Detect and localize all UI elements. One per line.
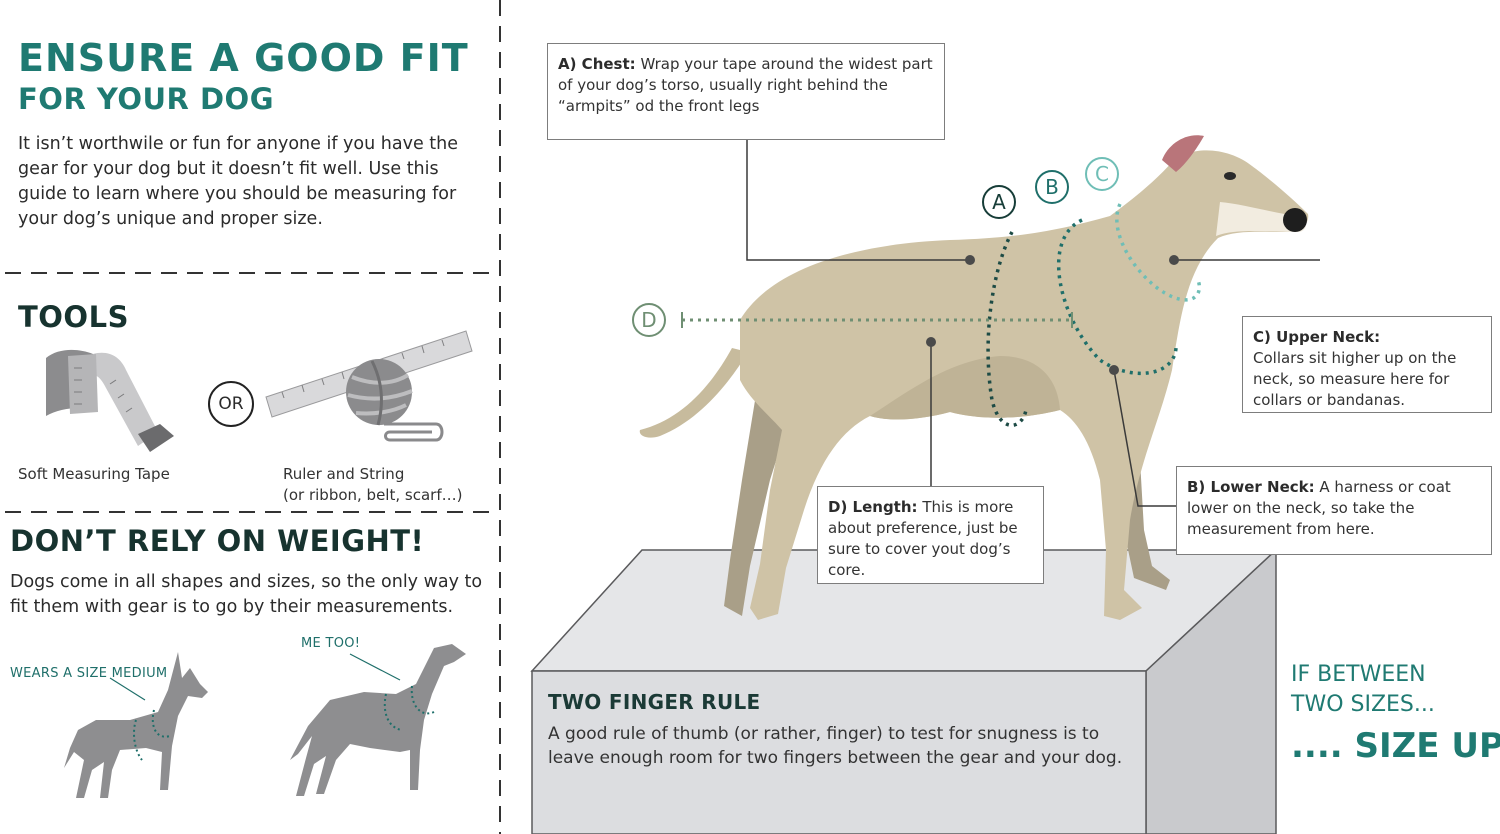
paperclip-icon bbox=[384, 422, 444, 442]
tape-label: Soft Measuring Tape bbox=[18, 465, 170, 483]
marker-c: C bbox=[1085, 157, 1119, 191]
marker-a: A bbox=[982, 185, 1016, 219]
callout-chest: A) Chest: Wrap your tape around the wide… bbox=[547, 43, 945, 140]
rule-text: A good rule of thumb (or rather, finger)… bbox=[548, 724, 1123, 768]
callout-upper-neck: C) Upper Neck: Collars sit higher up on … bbox=[1242, 316, 1492, 413]
rule-heading: TWO FINGER RULE bbox=[548, 690, 761, 714]
callout-upper-neck-title: C) Upper Neck: bbox=[1253, 328, 1381, 346]
page-title: ENSURE A GOOD FIT bbox=[18, 36, 469, 80]
callout-length-text: This is more about preference, just be s… bbox=[828, 498, 1018, 579]
callout-length-title: D) Length: bbox=[828, 498, 918, 516]
yarn-ball-icon bbox=[346, 359, 413, 426]
dog-silhouette-icon bbox=[64, 652, 208, 798]
dog-illustration bbox=[639, 135, 1320, 620]
callout-chest-title: A) Chest: bbox=[558, 55, 636, 73]
callout-lower-neck-text: A harness or coat lower on the neck, so … bbox=[1187, 478, 1451, 538]
ruler-label: Ruler and String bbox=[283, 465, 405, 483]
callout-upper-neck-text: Collars sit higher up on the neck, so me… bbox=[1253, 349, 1457, 409]
callout-chest-text: Wrap your tape around the widest part of… bbox=[558, 55, 933, 115]
weight-text: Dogs come in all shapes and sizes, so th… bbox=[10, 572, 483, 617]
dog-silhouette-icon bbox=[290, 644, 466, 796]
callout-lower-neck-title: B) Lower Neck: bbox=[1187, 478, 1315, 496]
measuring-tape-icon bbox=[46, 349, 174, 452]
callout-length: D) Length: This is more about preference… bbox=[817, 486, 1044, 584]
marker-b: B bbox=[1035, 170, 1069, 204]
tools-heading: TOOLS bbox=[18, 300, 129, 334]
caption-metoo: ME TOO! bbox=[301, 636, 361, 651]
page-subtitle: FOR YOUR DOG bbox=[18, 82, 275, 116]
marker-d: D bbox=[632, 303, 666, 337]
ruler-note: (or ribbon, belt, scarf…) bbox=[283, 486, 463, 504]
size-up-text: .... SIZE UP! bbox=[1291, 726, 1500, 766]
weight-heading: DON’T RELY ON WEIGHT! bbox=[10, 524, 425, 558]
pedestal-box bbox=[530, 548, 1278, 834]
between-sizes-text: IF BETWEEN TWO SIZES... bbox=[1291, 662, 1435, 717]
intro-text: It isn’t worthwile or fun for anyone if … bbox=[18, 134, 458, 229]
caption-medium: WEARS A SIZE MEDIUM bbox=[10, 666, 168, 681]
callout-lower-neck: B) Lower Neck: A harness or coat lower o… bbox=[1176, 466, 1492, 555]
or-badge: OR bbox=[208, 381, 254, 427]
